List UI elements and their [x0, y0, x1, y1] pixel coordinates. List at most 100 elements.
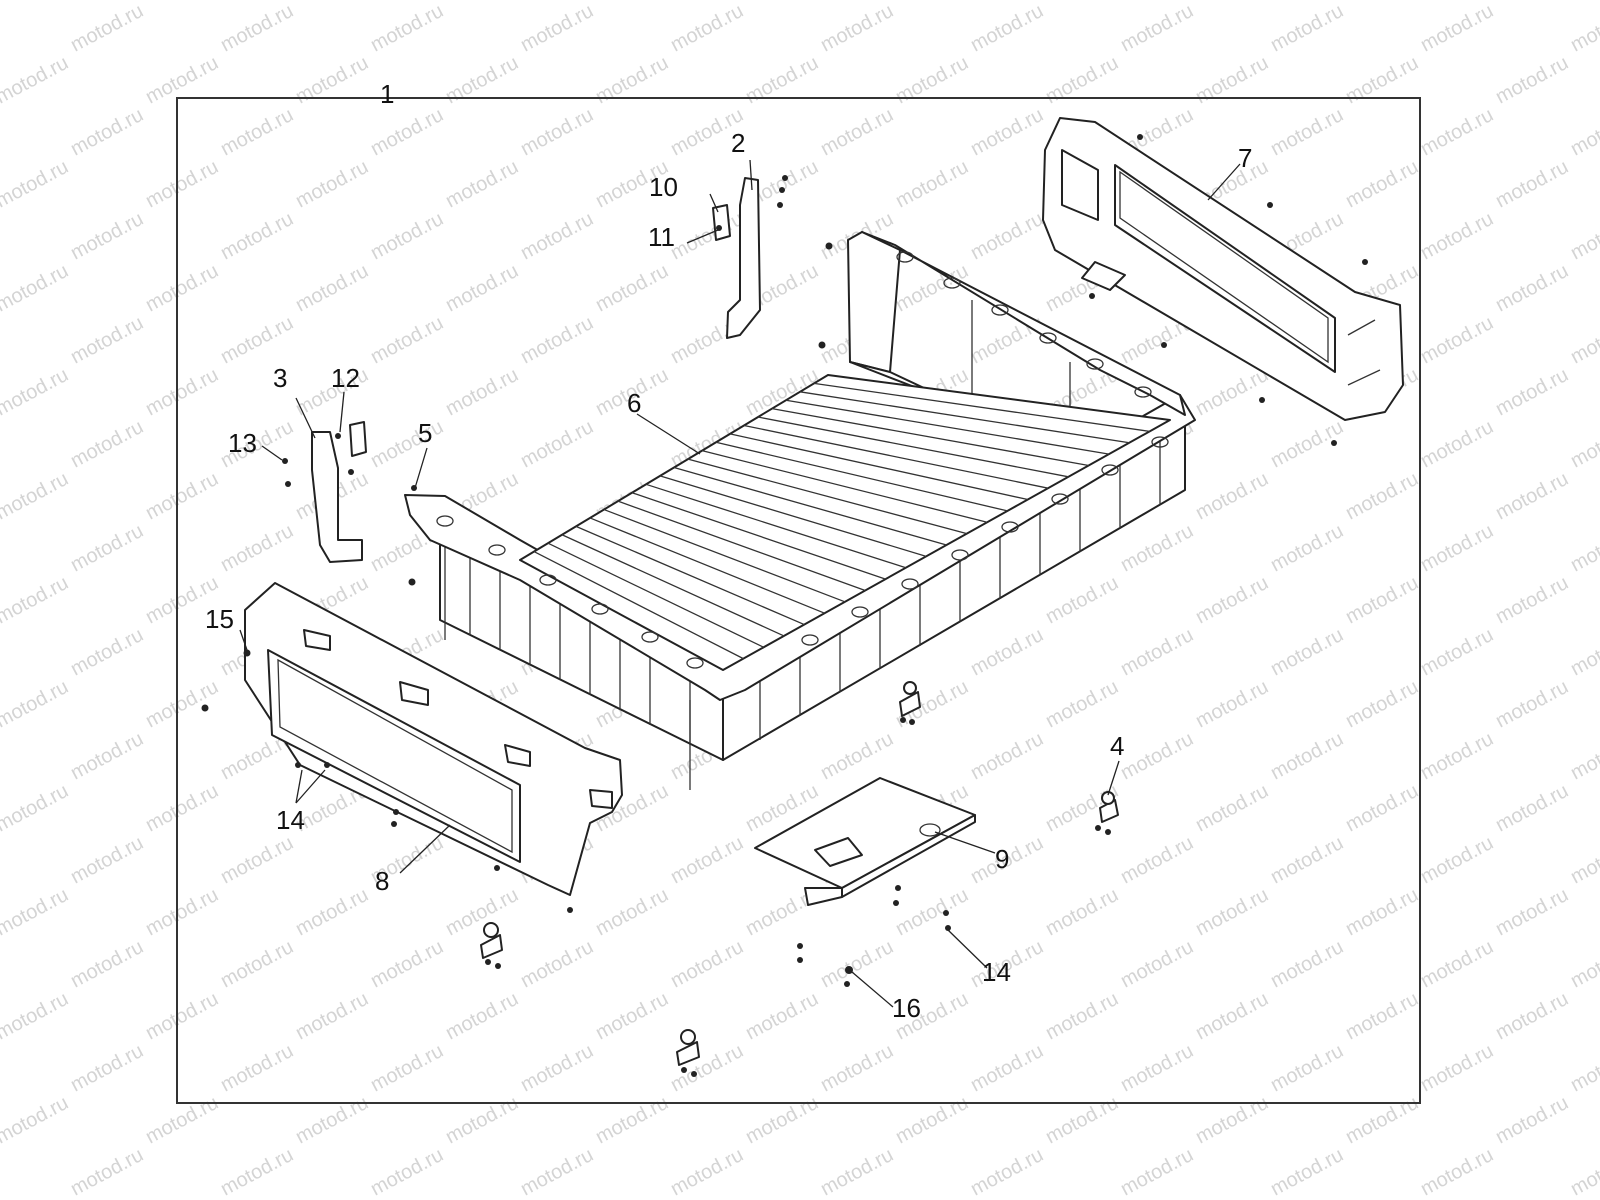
- watermark-text: motod.ru: [967, 208, 1047, 264]
- front-panel: [1042, 117, 1404, 421]
- watermark-text: motod.ru: [667, 0, 747, 56]
- watermark-text: motod.ru: [1492, 156, 1572, 212]
- watermark-text: motod.ru: [1342, 52, 1422, 108]
- fasteners: [201, 134, 1368, 1077]
- callouts: 1 2 3 4 5 6 7 8 9 10 11 12 13 14 14 15 1…: [205, 79, 1252, 1023]
- floor-slat: [547, 542, 764, 648]
- watermark-text: motod.ru: [1492, 1196, 1572, 1200]
- watermark-text: motod.ru: [892, 1196, 972, 1200]
- watermark-text: motod.ru: [1192, 1196, 1272, 1200]
- watermark-text: motod.ru: [667, 208, 747, 264]
- watermark-text: motod.ru: [142, 780, 222, 836]
- watermark-text: motod.ru: [442, 988, 522, 1044]
- watermark-text: motod.ru: [517, 208, 597, 264]
- watermark-text: motod.ru: [592, 260, 672, 316]
- watermark-text: motod.ru: [67, 312, 147, 368]
- callout-5: 5: [418, 418, 432, 448]
- watermark-text: motod.ru: [667, 936, 747, 992]
- watermark-text: motod.ru: [592, 1092, 672, 1148]
- watermark-text: motod.ru: [1417, 832, 1497, 888]
- rim-holes: [436, 251, 1169, 669]
- watermark-text: motod.ru: [292, 1196, 372, 1200]
- watermark-text: motod.ru: [1042, 1092, 1122, 1148]
- watermark-text: motod.ru: [0, 1092, 72, 1148]
- callout-16: 16: [892, 993, 921, 1023]
- watermark-text: motod.ru: [1192, 468, 1272, 524]
- watermark-text: motod.ru: [1342, 780, 1422, 836]
- watermark-text: motod.ru: [367, 416, 447, 472]
- callout-2: 2: [731, 128, 745, 158]
- watermark-text: motod.ru: [1342, 988, 1422, 1044]
- watermark-text: motod.ru: [1492, 0, 1572, 4]
- watermark-text: motod.ru: [1267, 936, 1347, 992]
- watermark-text: motod.ru: [817, 936, 897, 992]
- watermark-text: motod.ru: [442, 884, 522, 940]
- watermark-text: motod.ru: [292, 988, 372, 1044]
- watermark-text: motod.ru: [142, 468, 222, 524]
- watermark-text: motod.ru: [442, 1092, 522, 1148]
- watermark-text: motod.ru: [1492, 260, 1572, 316]
- watermark-text: motod.ru: [1567, 624, 1600, 680]
- watermark-text: motod.ru: [367, 104, 447, 160]
- watermark-text: motod.ru: [967, 728, 1047, 784]
- watermark-text: motod.ru: [742, 52, 822, 108]
- watermark-text: motod.ru: [892, 1092, 972, 1148]
- watermark-text: motod.ru: [967, 1040, 1047, 1096]
- side-bracket-2: [712, 177, 761, 339]
- floor-slat: [729, 433, 1028, 501]
- watermark-text: motod.ru: [1567, 104, 1600, 160]
- watermark-text: motod.ru: [1567, 0, 1600, 56]
- floor-slat: [771, 407, 1089, 467]
- watermark-text: motod.ru: [1417, 312, 1497, 368]
- watermark-text: motod.ru: [817, 1144, 897, 1200]
- watermark-text: motod.ru: [1492, 52, 1572, 108]
- watermark-text: motod.ru: [892, 884, 972, 940]
- watermark-text: motod.ru: [1342, 676, 1422, 732]
- watermark-text: motod.ru: [1042, 988, 1122, 1044]
- watermark-text: motod.ru: [1417, 936, 1497, 992]
- watermark-text: motod.ru: [1117, 728, 1197, 784]
- watermark-text: motod.ru: [142, 676, 222, 732]
- callout-13: 13: [228, 428, 257, 458]
- watermark-text: motod.ru: [1117, 936, 1197, 992]
- watermark-text: motod.ru: [1267, 1040, 1347, 1096]
- watermark-text: motod.ru: [517, 936, 597, 992]
- cargo-box: [404, 231, 1196, 790]
- watermark-text: motod.ru: [217, 104, 297, 160]
- watermark-text: motod.ru: [967, 1144, 1047, 1200]
- floor-slat: [561, 534, 785, 637]
- watermark-text: motod.ru: [1042, 52, 1122, 108]
- watermark-text: motod.ru: [292, 260, 372, 316]
- watermark-text: motod.ru: [442, 0, 522, 4]
- watermark-text: motod.ru: [217, 208, 297, 264]
- watermark-text: motod.ru: [667, 832, 747, 888]
- watermark-text: motod.ru: [1567, 312, 1600, 368]
- watermark-text: motod.ru: [1192, 52, 1272, 108]
- watermark-text: motod.ru: [0, 572, 72, 628]
- watermark-text: motod.ru: [1417, 1144, 1497, 1200]
- callout-14a: 14: [276, 805, 305, 835]
- floor-slat: [757, 416, 1069, 478]
- watermark-text: motod.ru: [367, 0, 447, 56]
- watermark-text: motod.ru: [142, 364, 222, 420]
- watermark-text: motod.ru: [367, 936, 447, 992]
- watermark-text: motod.ru: [892, 52, 972, 108]
- watermark-text: motod.ru: [1192, 780, 1272, 836]
- watermark-text: motod.ru: [142, 884, 222, 940]
- callout-11: 11: [648, 222, 675, 252]
- watermark-text: motod.ru: [1192, 572, 1272, 628]
- assembly-frame: [176, 97, 1421, 1104]
- leader-lines: [239, 159, 1241, 1008]
- watermark-text: motod.ru: [1417, 624, 1497, 680]
- watermark-text: motod.ru: [817, 728, 897, 784]
- watermark-text: motod.ru: [292, 1092, 372, 1148]
- watermark-text: motod.ru: [217, 312, 297, 368]
- watermark-text: motod.ru: [892, 0, 972, 4]
- watermark-text: motod.ru: [442, 364, 522, 420]
- watermark-text: motod.ru: [1042, 0, 1122, 4]
- watermark-text: motod.ru: [142, 0, 222, 4]
- watermark-text: motod.ru: [67, 520, 147, 576]
- watermark-text: motod.ru: [142, 52, 222, 108]
- watermark-text: motod.ru: [1567, 208, 1600, 264]
